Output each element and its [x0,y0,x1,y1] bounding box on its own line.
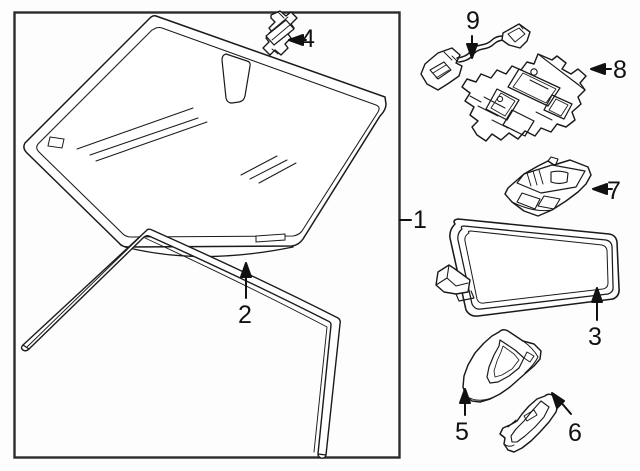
windshield-glass-assembly [23,15,387,248]
callout-label-1: 1 [413,206,427,234]
windshield-reveal-molding [20,228,341,459]
windshield-glass-inner-edge [36,26,380,238]
mirror-mount-clip [262,10,298,56]
windshield-glass-bottom-edge [124,246,294,258]
callout-label-9: 9 [466,7,480,35]
callout-label-7: 7 [607,177,621,205]
sensor-housing-cover [504,156,592,217]
arrowhead-5 [459,388,471,404]
arrowhead-8 [590,63,606,75]
arrowhead-4 [288,34,304,46]
wiring-harness-connector [420,23,531,91]
callout-label-5: 5 [455,418,469,446]
arrowhead-9 [466,43,478,59]
mirror-cover-lower [499,393,560,453]
arrowhead-2 [240,262,252,278]
callout-label-3: 3 [588,323,602,351]
glass-label-mark-right [255,233,286,243]
arrowhead-3 [591,287,603,303]
callout-label-8: 8 [613,56,627,84]
inside-rearview-mirror [435,218,620,317]
glass-etch-mark-left [47,136,65,149]
callout-label-4: 4 [301,25,315,53]
callout-leaders [240,34,613,416]
glass-highlight-lines [76,107,297,184]
mirror-mounting-bracket [461,53,587,142]
mirror-mount-frit-patch [221,53,251,104]
callout-label-2: 2 [238,301,252,329]
callout-label-6: 6 [568,419,582,447]
mirror-cover-upper [462,329,542,403]
assembly-group-box [13,11,401,459]
arrowhead-6 [551,392,565,409]
arrowhead-7 [592,183,608,195]
